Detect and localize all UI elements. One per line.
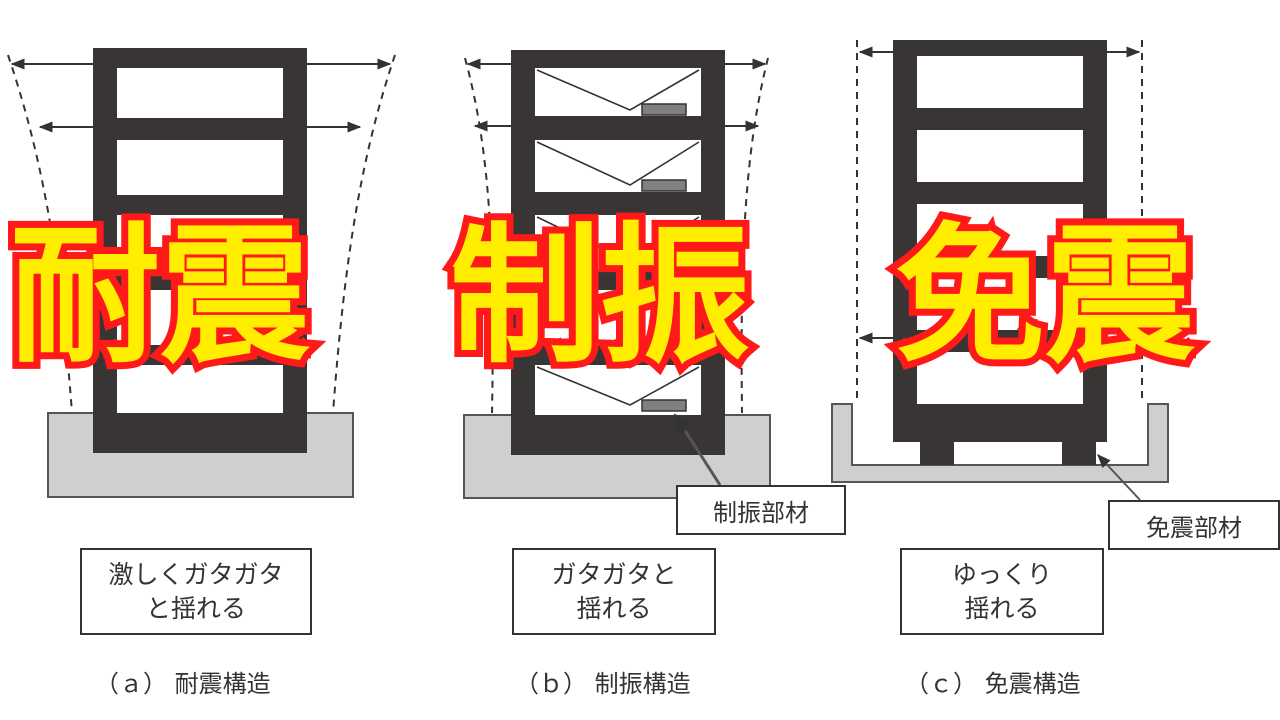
caption-c: （ｃ） 免震構造 xyxy=(905,664,1081,699)
building-frame xyxy=(93,48,307,453)
description-box-a: 激しくガタガタ と揺れる xyxy=(80,548,312,635)
description-line-1: ガタガタと xyxy=(551,559,677,589)
caption-a: （ａ） 耐震構造 xyxy=(95,664,271,699)
description-box-b: ガタガタと 揺れる xyxy=(512,548,716,635)
caption-label: （ｂ） xyxy=(515,670,587,698)
isolator-part-label: 免震部材 xyxy=(1108,500,1280,550)
caption-title: 耐震構造 xyxy=(174,670,271,698)
description-line-2: 揺れる xyxy=(964,593,1040,623)
sway-curve-left xyxy=(7,54,73,414)
sway-curve-right xyxy=(332,54,396,414)
overlay-title-b: 制振 xyxy=(443,210,757,384)
building-frame xyxy=(893,40,1107,442)
isolator-bearing xyxy=(1062,442,1096,465)
damper-units xyxy=(641,103,687,412)
caption-title: 制振構造 xyxy=(594,670,691,698)
description-box-c: ゆっくり 揺れる xyxy=(900,548,1104,635)
damper-part-label: 制振部材 xyxy=(676,485,846,535)
base-pit xyxy=(831,403,1169,483)
caption-title: 免震構造 xyxy=(984,670,1081,698)
description-line-2: 揺れる xyxy=(576,593,652,623)
panel-b-vibration-control xyxy=(463,50,771,499)
isolator-bearing xyxy=(920,442,954,465)
damper-part-text: 制振部材 xyxy=(713,498,809,527)
isolator-part-text: 免震部材 xyxy=(1146,513,1242,542)
description-line-1: ゆっくり xyxy=(951,559,1052,589)
damper-braces xyxy=(536,69,700,406)
caption-label: （ａ） xyxy=(95,670,167,698)
panel-a-earthquake-resistant xyxy=(7,48,396,498)
overlay-title-a: 耐震 xyxy=(3,210,317,384)
isolator-pointer xyxy=(1097,453,1141,501)
caption-b: （ｂ） 制振構造 xyxy=(515,664,691,699)
description-line-2: と揺れる xyxy=(145,593,246,623)
panel-c-seismic-isolation xyxy=(831,40,1169,501)
description-line-1: 激しくガタガタ xyxy=(108,559,284,589)
overlay-title-c: 免震 xyxy=(888,210,1202,384)
damper-pointer xyxy=(673,413,722,486)
caption-label: （ｃ） xyxy=(905,670,977,698)
